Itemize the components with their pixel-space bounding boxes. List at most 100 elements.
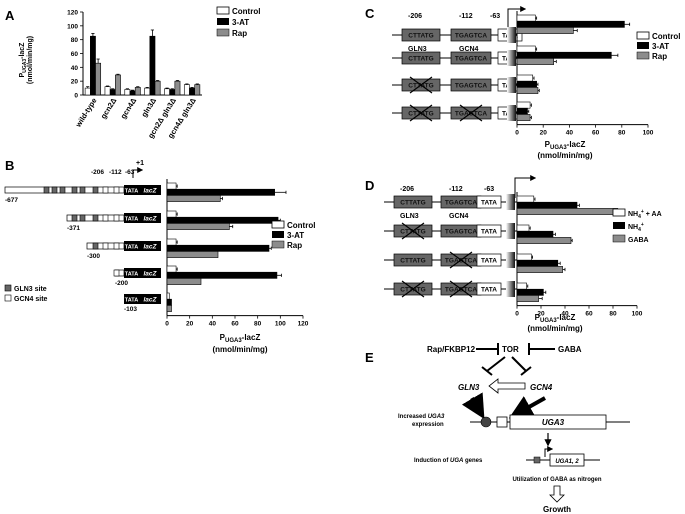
b-site-0-1: [51, 186, 58, 194]
d-tata-box-2: [476, 253, 502, 267]
panel-b-letter: B: [5, 158, 14, 173]
b-tata-box-4: [124, 294, 139, 304]
c-bar-1-2: [516, 58, 554, 65]
gcn4-site-swatch: [4, 294, 12, 302]
b-tata-label-2: TATA: [125, 245, 138, 251]
d-tata-box-3: [476, 282, 502, 296]
e-uga1-tss: [544, 446, 554, 457]
b-pos112: -112: [109, 169, 122, 176]
legend-d-1-swatch: [613, 222, 625, 229]
c-lacz-gradient-0: [507, 27, 516, 43]
panel-d-xlabel: PUGA3-lacZ: [535, 313, 576, 324]
b-bar-1-1: [166, 216, 279, 224]
b-site-2-2: [113, 242, 120, 250]
e-gaba-label: GABA: [558, 345, 582, 354]
a-ytick-label-4: 80: [71, 37, 79, 44]
e-gln3-promoter-arrow: [461, 392, 485, 420]
b-site-1-0: [71, 214, 78, 222]
e-tor-gcn4-bar: [520, 366, 532, 376]
d-gln3-box-2: [393, 253, 433, 267]
c-xtick-label-0: 0: [515, 130, 519, 137]
legend-b-rap: Rap: [287, 241, 302, 250]
c-bar-0-2: [516, 27, 574, 34]
a-ytick-label-6: 120: [67, 10, 78, 17]
legend-a-control: Control: [232, 7, 260, 16]
e-gcn4-promoter-arrow: [508, 396, 546, 419]
a-ytick-label-1: 20: [71, 79, 79, 86]
d-xtick-label-3: 60: [585, 311, 593, 318]
a-category-2: gcn4Δ: [119, 96, 139, 121]
e-gcn4-site-box: [496, 416, 508, 428]
b-bar-3-1: [166, 271, 278, 279]
c-gcn4-box-1: [450, 51, 492, 65]
d-bar-2-1: [516, 259, 559, 267]
e-rap-label: Rap/FKBP12: [427, 345, 476, 354]
b-bar-0-0: [166, 182, 177, 190]
panel-c-constructs: CTTATGTGAGTCATATACTTATGTGAGTCATATACTTATG…: [392, 27, 523, 122]
panel-b-legend: Control 3-AT Rap: [271, 220, 315, 250]
d-bar-3-2: [516, 295, 539, 302]
a-ytick-label-3: 60: [71, 51, 79, 58]
a-ytick-label-2: 40: [71, 65, 79, 72]
c-lacz-gradient-3: [507, 105, 516, 121]
a-bar-1-1: [109, 89, 116, 96]
d-gcn4-text-0: TGAGTCA: [445, 200, 477, 207]
panel-a-ylabel-sub: UGA3: [22, 59, 28, 73]
c-x1b-3: [409, 104, 433, 122]
d-xtick-label-2: 40: [561, 311, 569, 318]
b-xtick-label-5: 100: [275, 321, 286, 328]
d-lacz-gradient-1: [506, 223, 515, 239]
panel-c: C -206 -112 -63 GLN3 GCN4 CTTATGTGAGTCAT…: [365, 6, 680, 160]
e-induction-label: Induction of UGA genes: [414, 458, 483, 464]
d-bar-0-0: [516, 195, 535, 203]
panel-b-xlabel: PUGA3-lacZ: [220, 333, 261, 344]
a-bar-2-0: [124, 89, 131, 96]
b-tata-label-0: TATA: [125, 189, 138, 195]
b-tata-box-1: [124, 213, 139, 223]
a-bar-3-1: [149, 35, 156, 96]
c-bar-3-2: [516, 114, 531, 121]
e-uga1-gene-label: UGA1, 2: [555, 459, 579, 465]
c-pos63: -63: [490, 13, 500, 20]
e-gln3-site-dot: [480, 416, 492, 428]
legend-d-0: NH4+ + AA: [628, 209, 662, 220]
d-tata-text-1: TATA: [481, 229, 497, 236]
a-bar-5-2: [194, 84, 201, 96]
a-bar-2-2: [134, 87, 141, 96]
b-site-1-4: [113, 214, 120, 222]
d-bar-0-2: [516, 208, 619, 215]
e-growth-arrow: [549, 485, 565, 503]
a-bar-0-2: [95, 62, 102, 96]
legend-c-rap-swatch: [636, 51, 650, 60]
d-gln3-text-1: CTTATG: [400, 229, 425, 236]
legend-a-3at: 3-AT: [232, 18, 249, 27]
panel-b-site-legend: GLN3 site GCN4 site: [4, 284, 48, 303]
b-site-1-3: [102, 214, 109, 222]
c-pos112: -112: [459, 13, 473, 20]
a-bar-4-0: [164, 88, 170, 96]
d-gln3-text-0: CTTATG: [400, 200, 425, 207]
panel-c-xlabel: PUGA3-lacZ: [545, 140, 586, 151]
d-pos112: -112: [449, 186, 463, 193]
c-gln3-box-0: [401, 28, 441, 42]
panel-c-legend: Control 3-AT Rap: [636, 31, 680, 61]
c-gln3-text-0: CTTATG: [408, 33, 433, 40]
d-gcn4-text-1: TGAGTCA: [445, 229, 477, 236]
a-bar-0-0: [84, 87, 91, 96]
e-utilization-label: Utilization of GABA as nitrogen: [512, 477, 601, 483]
d-bar-1-0: [516, 224, 530, 232]
panel-d-xlabel-units: (nmol/min/mg): [527, 324, 582, 333]
c-bar-2-0: [516, 74, 534, 82]
d-tata-box-1: [476, 224, 502, 238]
b-plus1: +1: [136, 160, 144, 167]
c-xtick-label-4: 80: [618, 130, 626, 137]
a-bar-4-2: [174, 80, 181, 96]
c-bar-0-1: [516, 20, 625, 28]
c-gcn4-box-2: [450, 78, 492, 92]
b-lacz-box-0: [139, 185, 161, 195]
b-bar-2-0: [166, 238, 177, 246]
